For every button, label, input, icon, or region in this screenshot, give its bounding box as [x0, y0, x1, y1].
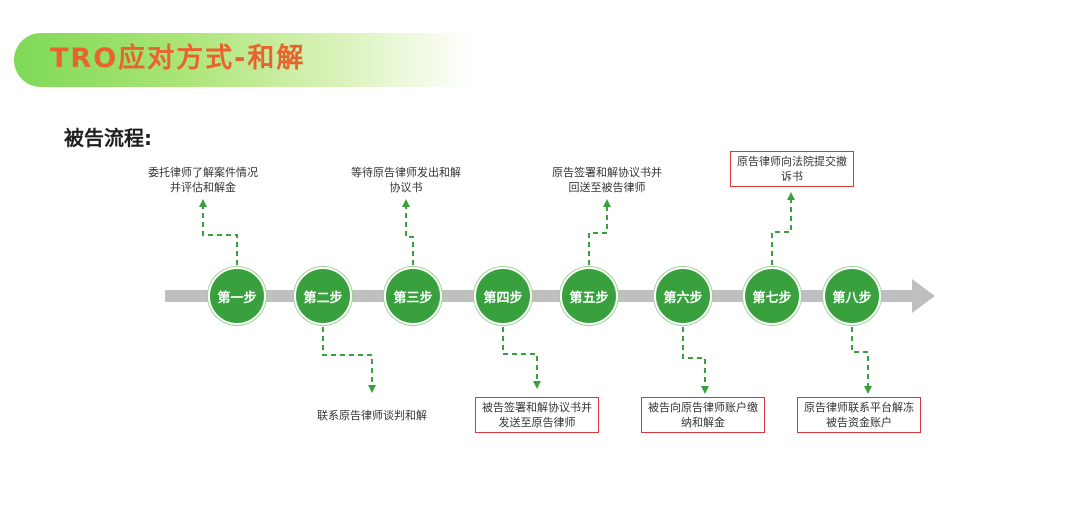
- step-description-6: 被告向原告律师账户缴 纳和解金: [641, 397, 765, 433]
- timeline-bar: [165, 290, 917, 302]
- section-title: 被告流程:: [64, 126, 152, 150]
- connector-line: [202, 205, 238, 265]
- step-label: 第七步: [752, 290, 792, 306]
- connector-arrowhead: [533, 381, 541, 389]
- connector-line: [322, 327, 373, 387]
- step-description-8: 原告律师联系平台解冻 被告资金账户: [797, 397, 921, 433]
- step-circle-4: 第四步: [474, 267, 532, 325]
- connector-line: [588, 205, 608, 265]
- step-circle-7: 第七步: [743, 267, 801, 325]
- step-description-5: 原告签署和解协议书并 回送至被告律师: [552, 166, 662, 194]
- step-label: 第四步: [483, 290, 523, 306]
- connector-arrowhead: [787, 192, 795, 200]
- connector-arrowhead: [701, 386, 709, 394]
- step-label: 第八步: [832, 290, 872, 306]
- page-title: TRO应对方式-和解: [50, 43, 306, 74]
- step-label: 第六步: [663, 290, 703, 306]
- step-description-2: 联系原告律师谈判和解: [317, 409, 427, 422]
- connector-arrowhead: [368, 385, 376, 393]
- connector-line: [682, 327, 706, 388]
- step-description-1: 委托律师了解案件情况 并评估和解金: [148, 166, 258, 194]
- step-circle-8: 第八步: [823, 267, 881, 325]
- step-circle-1: 第一步: [208, 267, 266, 325]
- connector-arrowhead: [402, 199, 410, 207]
- step-label: 第二步: [303, 290, 343, 306]
- connector-arrowhead: [199, 199, 207, 207]
- step-circle-2: 第二步: [294, 267, 352, 325]
- step-description-4: 被告签署和解协议书并 发送至原告律师: [475, 397, 599, 433]
- connector-line: [771, 198, 792, 265]
- step-label: 第五步: [569, 290, 609, 306]
- connector-line: [502, 327, 538, 383]
- connector-line: [851, 327, 869, 388]
- step-label: 第一步: [217, 290, 257, 306]
- step-description-3: 等待原告律师发出和解 协议书: [351, 166, 461, 194]
- connector-line: [405, 205, 414, 265]
- timeline-arrow-head: [912, 279, 935, 313]
- connector-arrowhead: [864, 386, 872, 394]
- step-description-7: 原告律师向法院提交撤 诉书: [730, 151, 854, 187]
- title-banner: [14, 33, 474, 87]
- step-circle-3: 第三步: [384, 267, 442, 325]
- step-circle-6: 第六步: [654, 267, 712, 325]
- connector-arrowhead: [603, 199, 611, 207]
- step-circle-5: 第五步: [560, 267, 618, 325]
- step-label: 第三步: [393, 290, 433, 306]
